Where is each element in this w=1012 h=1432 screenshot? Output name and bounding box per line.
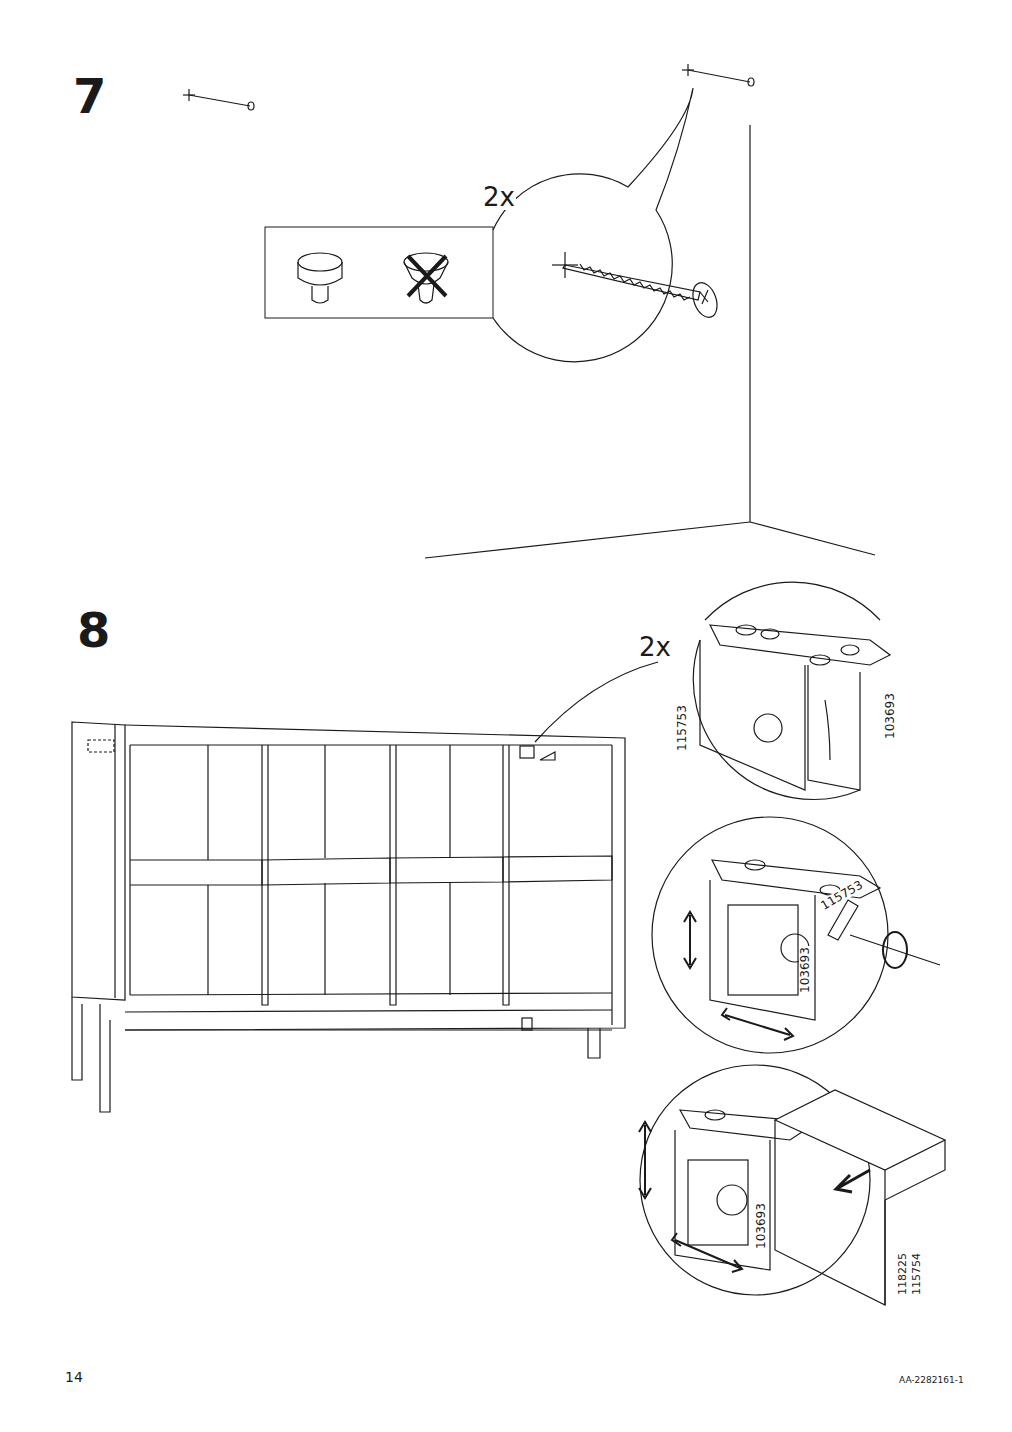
wall-corner bbox=[425, 125, 875, 558]
bracket-detail bbox=[639, 1065, 945, 1305]
part-number: 115753 bbox=[676, 704, 688, 752]
page-number: 14 bbox=[64, 1370, 84, 1384]
bracket-detail bbox=[693, 582, 890, 799]
part-number: 103693 bbox=[799, 946, 811, 994]
part-number: 103693 bbox=[755, 1202, 767, 1250]
part-number: 115753 bbox=[818, 878, 865, 912]
part-number: 115754 bbox=[911, 1252, 922, 1296]
screw-detail bbox=[552, 252, 721, 321]
screw bbox=[183, 89, 254, 110]
shelf-unit bbox=[72, 722, 625, 1112]
step-number: 7 bbox=[72, 72, 107, 120]
quantity: 2x bbox=[638, 634, 672, 660]
step-number: 8 bbox=[76, 606, 111, 654]
wall-plug-ok bbox=[298, 253, 342, 303]
wall-plug-wrong bbox=[404, 253, 448, 303]
screw bbox=[682, 64, 754, 86]
part-number: 118225 bbox=[897, 1252, 908, 1296]
bracket-detail bbox=[652, 817, 940, 1053]
callout-leader bbox=[535, 662, 658, 742]
quantity: 2x bbox=[482, 184, 516, 210]
document-code: AA-2282161-1 bbox=[898, 1376, 965, 1385]
part-number: 103693 bbox=[884, 692, 896, 740]
detail-callout bbox=[265, 88, 693, 362]
